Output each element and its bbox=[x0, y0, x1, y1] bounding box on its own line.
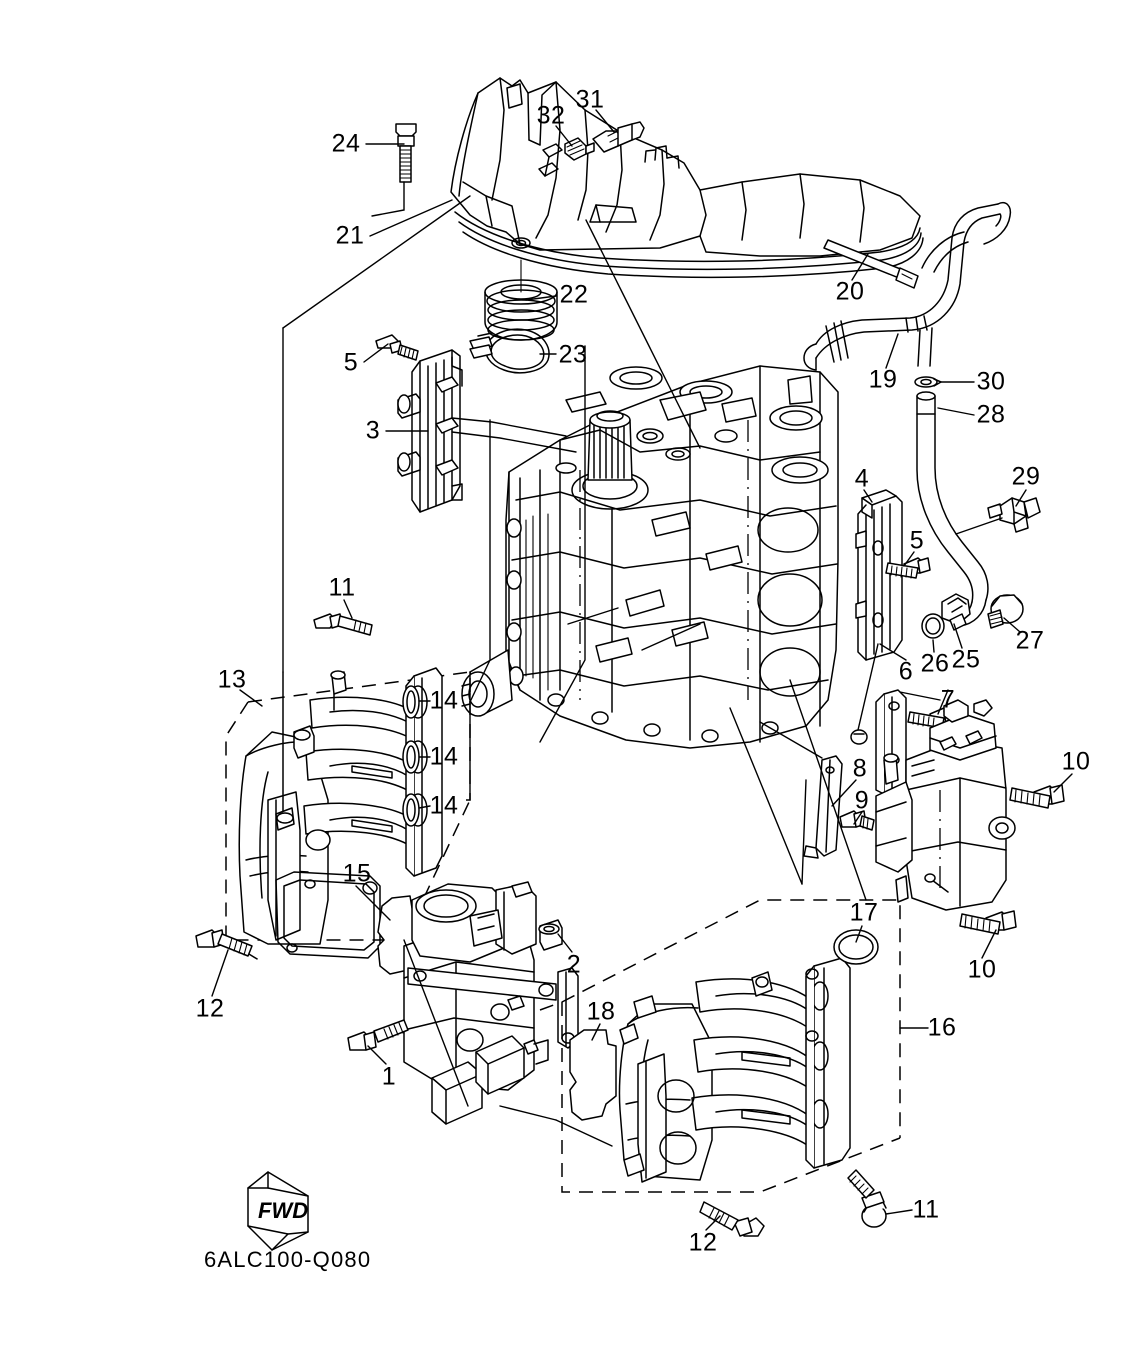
part-11-bolt-upper bbox=[313, 613, 373, 636]
part-5-bolt-left bbox=[375, 334, 419, 361]
part-20-cable-tie bbox=[823, 239, 919, 289]
part-11-bolt-bottom bbox=[847, 1169, 887, 1228]
callout-1: 1 bbox=[381, 1062, 397, 1091]
part-32-grommet bbox=[564, 137, 595, 161]
throttle-body-assembly bbox=[403, 881, 579, 1125]
callout-16: 16 bbox=[927, 1013, 957, 1042]
callout-2: 2 bbox=[566, 950, 582, 979]
reference-lines bbox=[282, 195, 867, 1147]
callout-17: 17 bbox=[849, 898, 879, 927]
part-30-clip bbox=[914, 376, 942, 388]
callout-5b: 5 bbox=[909, 526, 925, 555]
callout-14a: 14 bbox=[429, 686, 459, 715]
part-3-rail bbox=[397, 349, 463, 513]
callout-28: 28 bbox=[976, 400, 1006, 429]
callout-24: 24 bbox=[331, 129, 361, 158]
part-2-collar bbox=[538, 919, 563, 951]
callout-20: 20 bbox=[835, 277, 865, 306]
callout-29: 29 bbox=[1011, 462, 1041, 491]
part-31-sensor bbox=[592, 121, 645, 153]
part-12-bolt-left bbox=[195, 929, 253, 957]
part-21-apron bbox=[450, 77, 924, 279]
part-25-fitting bbox=[941, 593, 971, 631]
callout-22: 22 bbox=[559, 280, 589, 309]
part-17-oring bbox=[833, 929, 879, 965]
callout-13: 13 bbox=[217, 665, 247, 694]
part-18-gasket bbox=[569, 1029, 617, 1121]
callout-14c: 14 bbox=[429, 791, 459, 820]
callout-9: 9 bbox=[854, 786, 870, 815]
fwd-label: FWD bbox=[258, 1198, 309, 1223]
part-22-bellows bbox=[484, 259, 558, 341]
callout-6: 6 bbox=[898, 657, 914, 686]
part-27-plug bbox=[987, 594, 1024, 629]
part-28-hose bbox=[916, 391, 989, 627]
callout-23: 23 bbox=[558, 340, 588, 369]
callout-14b: 14 bbox=[429, 742, 459, 771]
part-10-bolt-lower bbox=[959, 910, 1017, 935]
part-4-rail-right bbox=[855, 489, 903, 661]
part-23-clamp bbox=[469, 328, 550, 374]
part-26-oring bbox=[921, 613, 945, 639]
callout-25: 25 bbox=[951, 645, 981, 674]
callout-31: 31 bbox=[575, 85, 605, 114]
callout-11b: 11 bbox=[912, 1195, 940, 1224]
callout-11a: 11 bbox=[328, 573, 356, 602]
fwd-arrow bbox=[247, 1171, 309, 1251]
callout-4: 4 bbox=[854, 464, 870, 493]
callout-8: 8 bbox=[852, 754, 868, 783]
callout-18: 18 bbox=[586, 997, 616, 1026]
part-12-bolt-bottom bbox=[699, 1201, 765, 1237]
engine-block bbox=[461, 365, 839, 749]
part-10-bolt-upper bbox=[1009, 784, 1065, 809]
part-16-intake-manifold bbox=[618, 957, 851, 1183]
callout-26: 26 bbox=[920, 649, 950, 678]
part-19-hose bbox=[803, 202, 1012, 371]
leader-lines bbox=[211, 109, 1073, 1231]
part-29-clip bbox=[987, 497, 1041, 533]
fuel-pump-assembly bbox=[875, 699, 1016, 911]
group-box-16 bbox=[539, 899, 901, 1193]
callout-30: 30 bbox=[976, 367, 1006, 396]
part-6-collar bbox=[850, 729, 868, 745]
callout-15: 15 bbox=[342, 859, 372, 888]
diagram-code: 6ALC100-Q080 bbox=[204, 1247, 372, 1272]
callout-21: 21 bbox=[335, 221, 365, 250]
callout-12b: 12 bbox=[688, 1228, 718, 1257]
callout-5a: 5 bbox=[343, 348, 359, 377]
callout-19: 19 bbox=[868, 365, 898, 394]
part-5-bolt-right bbox=[885, 557, 931, 579]
part-24-bolt bbox=[395, 123, 417, 183]
callout-27: 27 bbox=[1015, 626, 1045, 655]
part-14-orings bbox=[402, 685, 420, 827]
callout-32: 32 bbox=[536, 101, 566, 130]
callout-3: 3 bbox=[365, 416, 381, 445]
part-1-bolt bbox=[347, 1019, 409, 1051]
part-9-bolt bbox=[839, 810, 875, 831]
callout-10a: 10 bbox=[1061, 747, 1091, 776]
callout-7: 7 bbox=[940, 685, 956, 714]
callout-12a: 12 bbox=[195, 994, 225, 1023]
part-8-bracket bbox=[803, 755, 843, 859]
callout-10b: 10 bbox=[967, 955, 997, 984]
